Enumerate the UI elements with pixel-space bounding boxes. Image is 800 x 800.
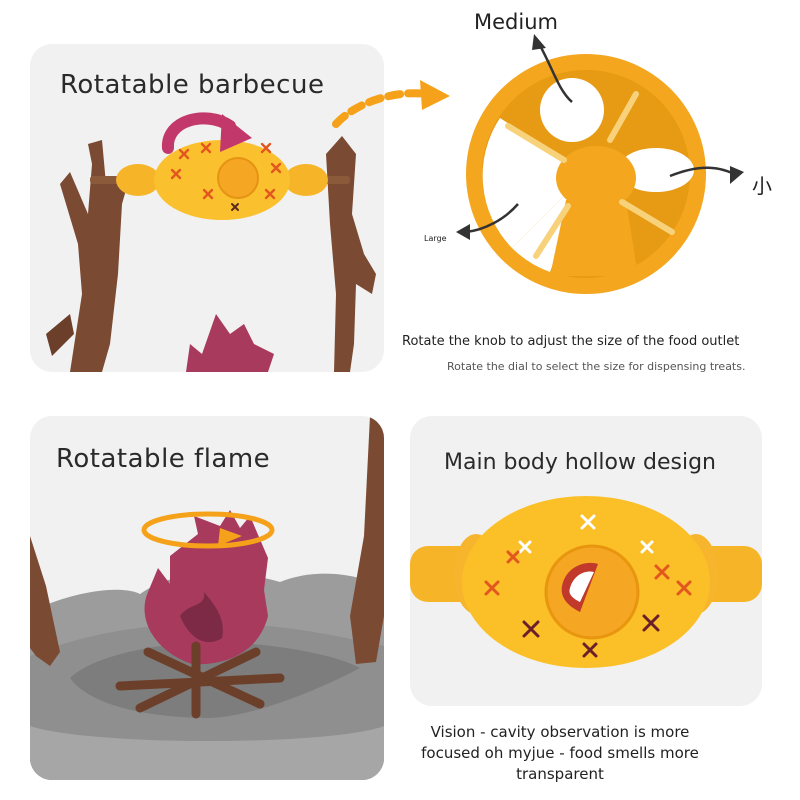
panel-title: Rotatable barbecue <box>60 70 325 100</box>
rotatable-flame-panel: Rotatable flame <box>30 416 384 780</box>
dial-caption: Rotate the dial to select the size for d… <box>447 360 746 373</box>
dial-label-medium: Medium <box>474 10 558 34</box>
main-body-hollow-panel: Main body hollow design <box>410 416 762 706</box>
panel-title: Rotatable flame <box>56 444 271 474</box>
dial-label-large: Large <box>424 234 447 243</box>
knob-caption: Rotate the knob to adjust the size of th… <box>402 334 740 349</box>
dial-label-small: 小 <box>752 174 772 198</box>
panel-title: Main body hollow design <box>444 450 716 475</box>
dial-diagram <box>456 34 744 294</box>
hollow-body-illustration <box>410 496 762 668</box>
vision-caption: Vision - cavity observation is more focu… <box>421 723 699 783</box>
dashed-arrow-icon <box>332 80 450 128</box>
rotatable-barbecue-panel: Rotatable barbecue <box>30 44 384 372</box>
barbecue-illustration <box>46 112 376 372</box>
flame-illustration <box>30 416 384 780</box>
